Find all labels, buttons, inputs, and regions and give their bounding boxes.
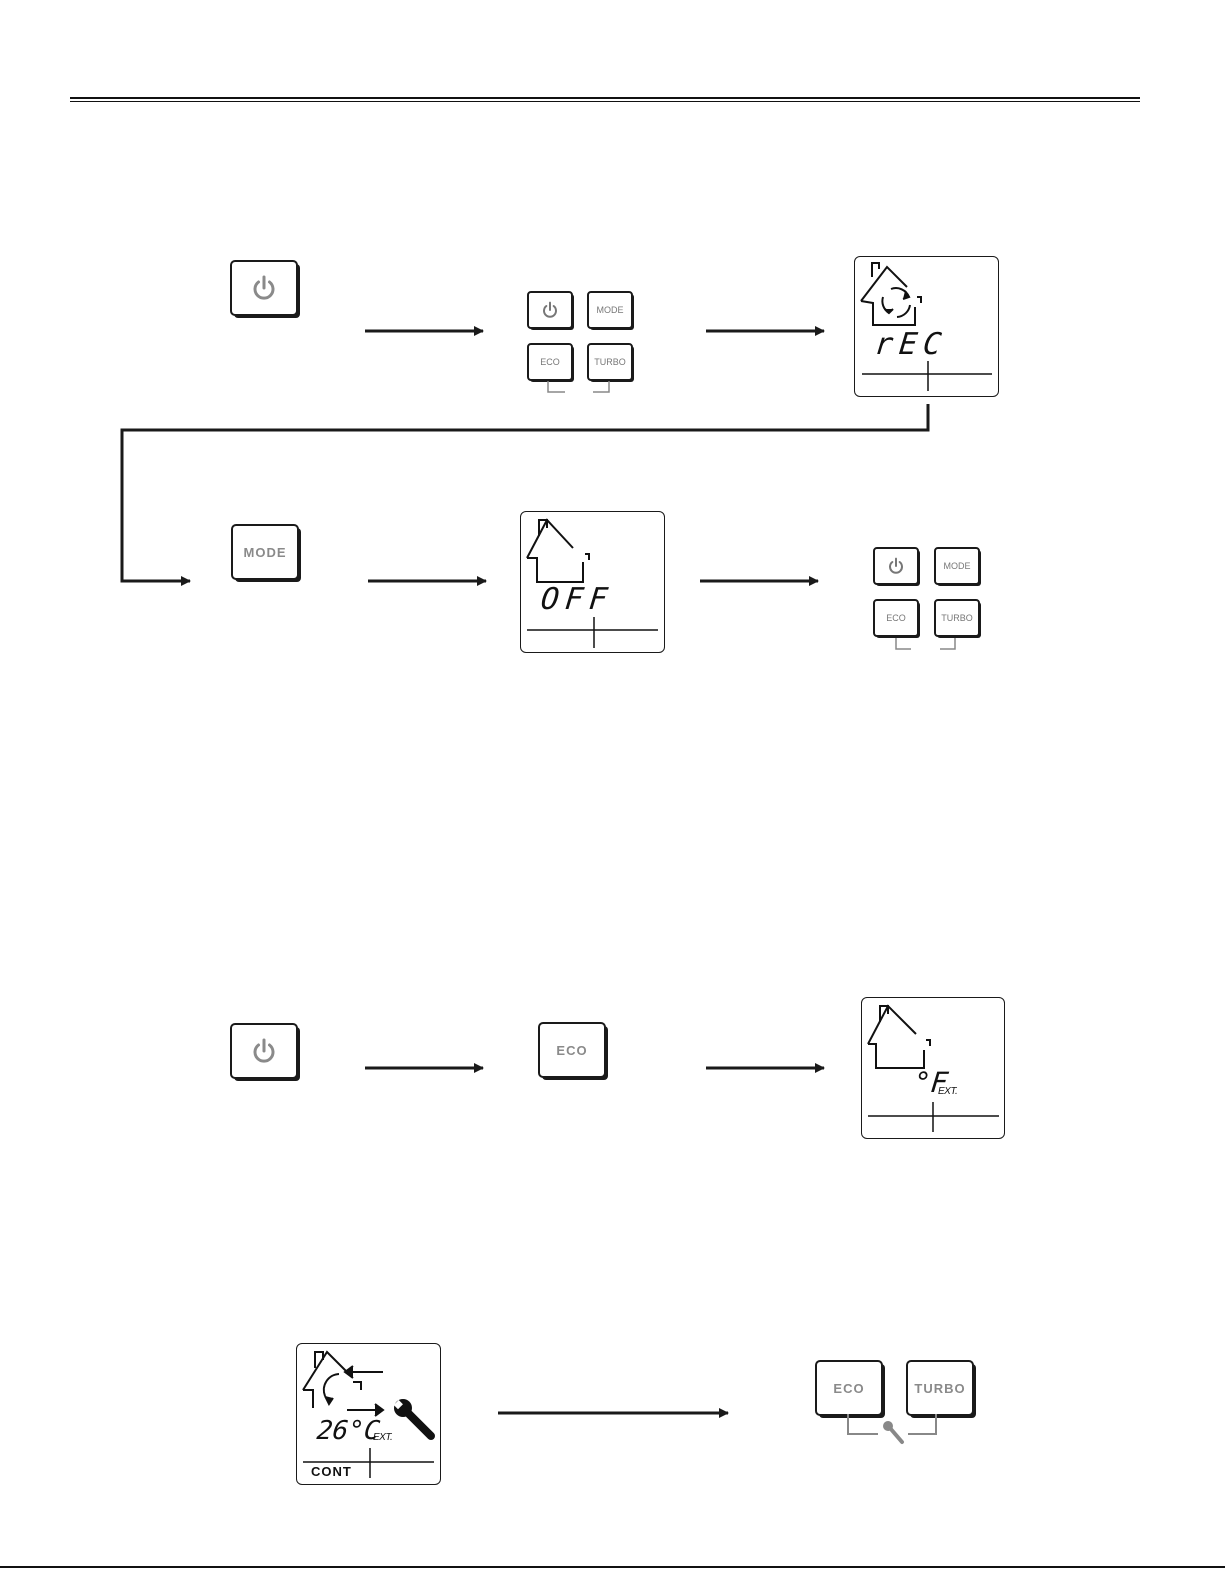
power-icon — [249, 1036, 279, 1066]
combo-bracket — [527, 290, 637, 400]
house-icon — [861, 263, 921, 325]
mode-button[interactable]: MODE — [231, 524, 299, 580]
power-button[interactable] — [230, 1023, 298, 1079]
eco-button[interactable]: ECO — [538, 1022, 606, 1078]
lcd-suffix: EXT. — [373, 1432, 392, 1443]
wrench-icon — [394, 1399, 431, 1436]
house-icon — [868, 1006, 930, 1068]
turbo-button[interactable]: TURBO — [906, 1360, 974, 1416]
footer-rule — [0, 1566, 1225, 1568]
lcd-suffix: EXT. — [938, 1086, 957, 1097]
keypad-group: MODE ECO TURBO — [527, 290, 637, 400]
combo-bracket — [840, 1412, 960, 1452]
house-icon — [527, 520, 589, 582]
lcd-off-display: OFF — [520, 511, 665, 653]
lcd-cont-label: CONT — [311, 1464, 352, 1479]
power-icon — [249, 273, 279, 303]
lcd-unit-display: °F EXT. — [861, 997, 1005, 1139]
turbo-label: TURBO — [914, 1381, 965, 1396]
lcd-recirc-display: rEC — [854, 256, 999, 397]
eco-label: ECO — [556, 1043, 587, 1058]
eco-label: ECO — [833, 1381, 864, 1396]
eco-button[interactable]: ECO — [815, 1360, 883, 1416]
lcd-maintenance-display: 26°C EXT. CONT — [296, 1343, 441, 1485]
power-button[interactable] — [230, 260, 298, 316]
combo-bracket — [873, 546, 983, 656]
lcd-text: rEC — [873, 327, 949, 362]
recirculation-icon — [882, 288, 910, 317]
keypad-group: MODE ECO TURBO — [873, 546, 983, 656]
lcd-text: OFF — [539, 582, 615, 617]
wrench-icon — [883, 1421, 902, 1442]
lcd-temp: 26°C — [315, 1416, 381, 1446]
mode-label: MODE — [244, 545, 287, 560]
recirculation-icon — [324, 1366, 383, 1416]
